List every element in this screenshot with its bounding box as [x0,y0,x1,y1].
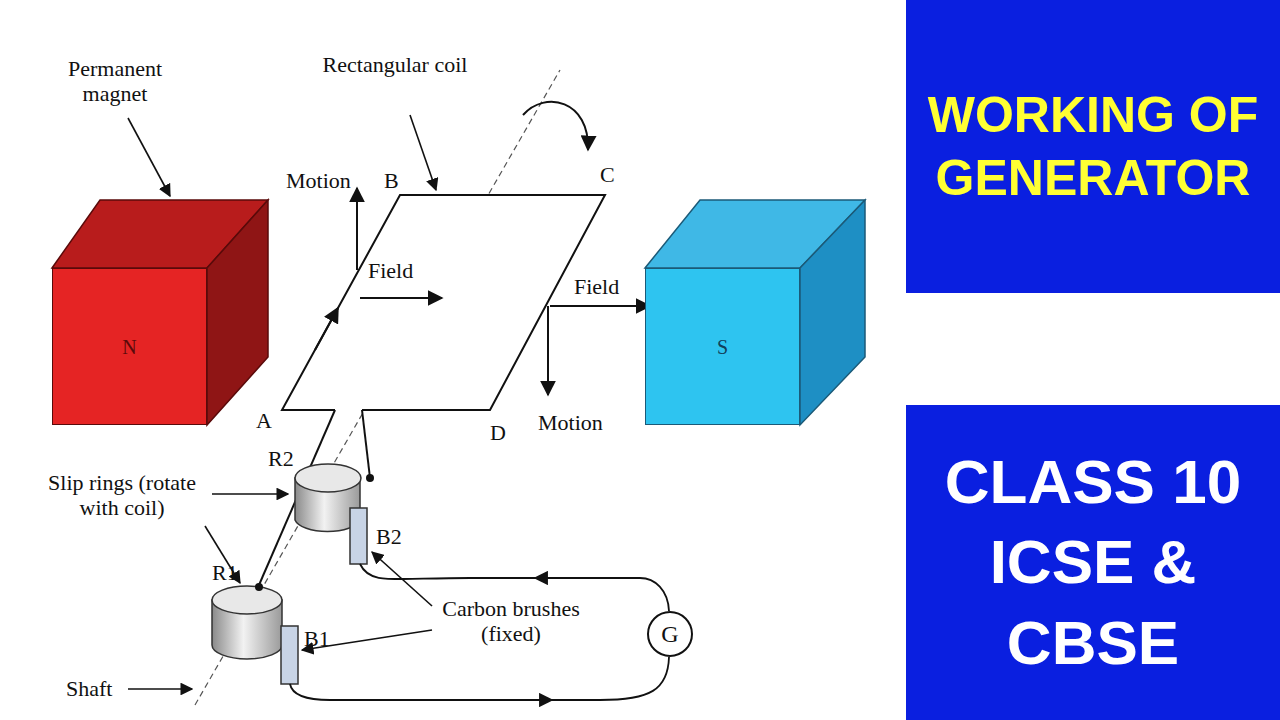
part-label: Motion [538,410,628,435]
north-magnet: N [52,268,207,425]
part-label: Rectangular coil [310,52,480,77]
part-label: D [490,420,514,445]
field-arrow [550,305,650,307]
current-arrow [315,308,338,350]
ring-contact [255,583,263,591]
leader-line [410,115,436,190]
galvanometer-text: G [661,622,678,646]
leader-line [128,118,170,196]
magnet-side [207,200,268,425]
part-label: Field [574,274,644,299]
part-label: B1 [304,626,344,651]
part-label: A [256,408,280,433]
part-label: Permanent magnet [40,56,190,107]
part-label: Slip rings (rotate with coil) [36,470,208,521]
rotation-arrow [523,102,588,150]
subtitle-panel: CLASS 10 ICSE & CBSE [906,405,1280,720]
motion-arrow [547,306,549,395]
coil [282,195,605,410]
carbon-brush [281,626,298,684]
current-arrow [525,699,552,701]
ring-contact [366,474,374,482]
galvanometer: G [647,611,693,657]
slip-ring-end [295,464,361,492]
leader-line [128,688,192,690]
part-label: R1 [212,560,252,585]
title-panel-text: WORKING OF GENERATOR [914,84,1272,209]
subtitle-panel-text: CLASS 10 ICSE & CBSE [914,442,1272,684]
part-label: B [384,168,408,193]
coil-lead [362,410,370,478]
part-label: Carbon brushes (fixed) [436,596,586,647]
south-magnet-text: S [717,336,728,358]
wire [290,657,669,700]
slip-ring-end [212,586,282,614]
current-arrow [535,577,560,579]
part-label: B2 [376,524,416,549]
part-label: R2 [268,446,308,471]
field-arrow [360,297,442,299]
carbon-brush [350,508,367,564]
part-label: Field [368,258,438,283]
part-label: Motion [286,168,366,193]
part-label: C [600,162,624,187]
leader-line [212,493,288,495]
part-label: Shaft [66,676,130,701]
magnet-side [800,200,865,425]
south-magnet: S [645,268,800,425]
title-panel: WORKING OF GENERATOR [906,0,1280,293]
motion-arrow [356,188,358,270]
leader-line [372,552,432,606]
north-magnet-text: N [122,336,136,358]
